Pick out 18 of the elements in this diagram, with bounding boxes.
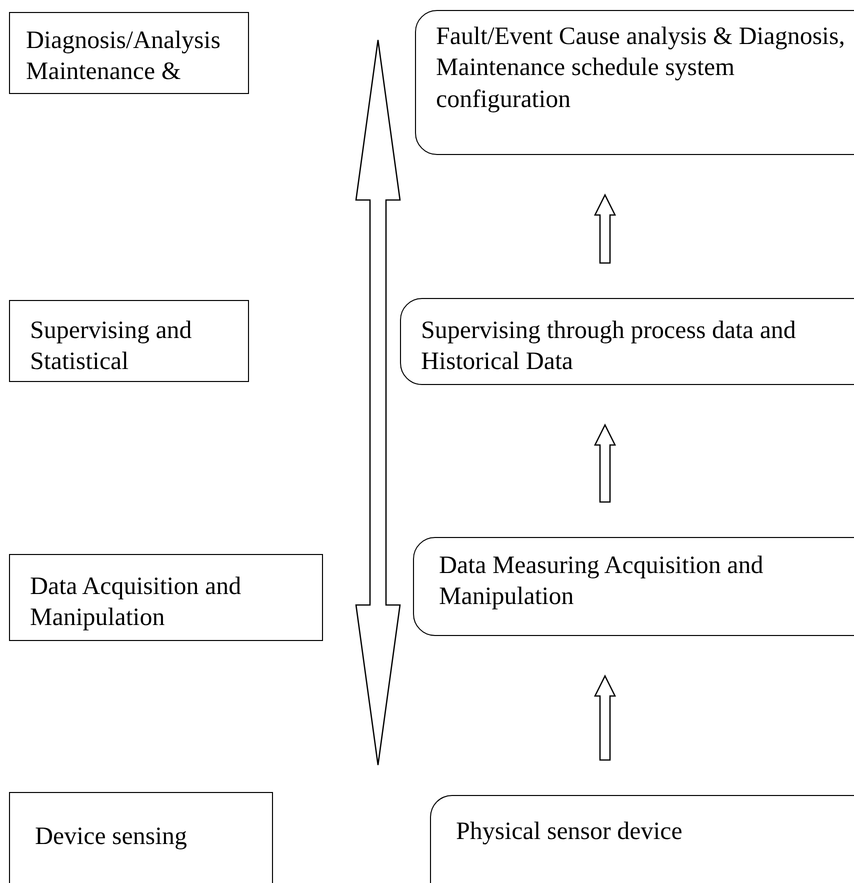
level-box <box>9 12 249 94</box>
rounded-box <box>415 10 854 155</box>
box-text: Supervising and Statistical <box>30 316 193 378</box>
level-box <box>9 792 273 883</box>
box-text: Data Measuring Acquisition and Manipulation <box>439 551 764 612</box>
box-text: Diagnosis/Analysis Maintenance & <box>26 26 222 88</box>
level-box <box>9 300 249 382</box>
box-text: Supervising through process data and Historical Data <box>421 316 797 378</box>
arrow <box>594 194 616 264</box>
box-text: Physical sensor device <box>456 817 684 847</box>
rounded-box <box>400 298 854 385</box>
level-box <box>9 554 323 641</box>
arrow <box>594 674 616 761</box>
box-text: Data Acquisition and Manipulation <box>30 572 242 634</box>
arrow <box>594 424 616 503</box>
box-text: Device sensing <box>35 822 188 852</box>
box-text: Fault/Event Cause analysis & Diagnosis, Maintenance schedule system configuration <box>436 22 846 114</box>
rounded-box <box>413 537 854 636</box>
